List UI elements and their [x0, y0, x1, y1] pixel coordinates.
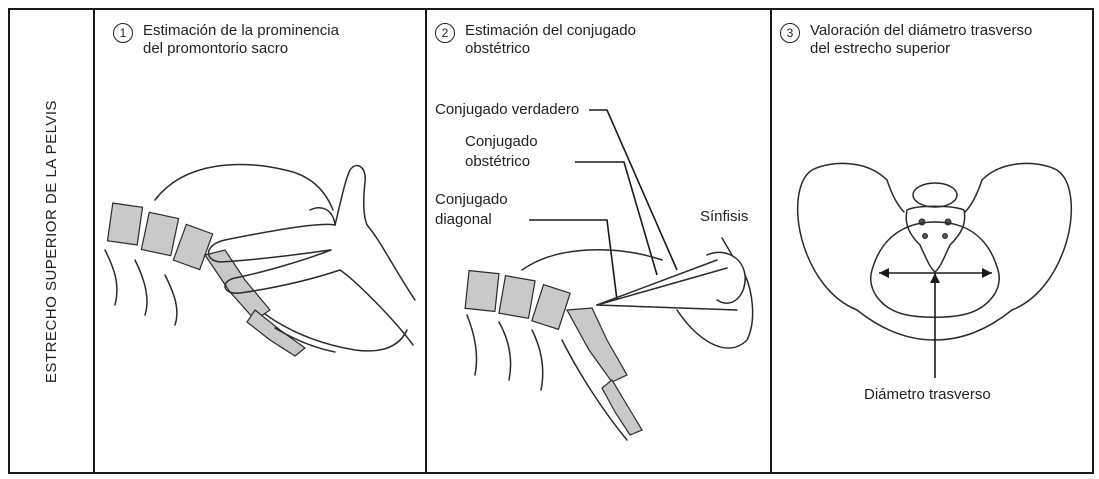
- panel-2-title: Estimación del conjugado obstétrico: [465, 22, 636, 58]
- panel-diametro-trasverso: 3 Valoración del diámetro trasverso del …: [772, 10, 1094, 472]
- pelvic-inlet: [870, 221, 1000, 318]
- left-iliac-wing: [796, 162, 888, 311]
- line-obstetric-conjugate: [596, 267, 728, 306]
- leader-conjugado-obstetrico: [575, 161, 658, 276]
- panel-1-title-line1: Estimación de la prominencia: [143, 22, 339, 39]
- panel-1-heading: 1 Estimación de la prominencia del promo…: [113, 22, 339, 58]
- panel-1-title: Estimación de la prominencia del promont…: [143, 22, 339, 58]
- panel-1-number: 1: [113, 23, 133, 43]
- line-diagonal-conjugate: [596, 304, 738, 311]
- vertebrae-2: [464, 269, 643, 441]
- label-conjugado-diagonal-1: Conjugado: [435, 191, 508, 208]
- leader-conjugado-verdadero: [589, 109, 678, 271]
- panel-2-heading: 2 Estimación del conjugado obstétrico: [435, 22, 636, 58]
- pelvis-lower-outline-2: [676, 274, 754, 349]
- transverse-arrow-left: [879, 268, 889, 278]
- pelvis-front-illustration: [796, 162, 1073, 378]
- symphysis-pointer: [721, 237, 733, 256]
- divider-3: [770, 10, 772, 472]
- sacral-foramen-4: [942, 233, 948, 239]
- lumbar-vertebra: [912, 182, 958, 208]
- label-diametro-trasverso: Diámetro trasverso: [864, 386, 991, 403]
- pelvis-outline: [154, 163, 334, 211]
- leader-conjugado-diagonal: [529, 219, 618, 301]
- pelvic-floor-outline: [856, 309, 1013, 341]
- panel-promontorio: 1 Estimación de la prominencia del promo…: [95, 10, 425, 472]
- sacral-foramen-3: [922, 233, 928, 239]
- line-true-conjugate: [596, 259, 718, 306]
- label-conjugado-obstetrico-2: obstétrico: [465, 153, 531, 170]
- side-label-text: ESTRECHO SUPERIOR DE LA PELVIS: [43, 99, 61, 383]
- transverse-arrow-right: [982, 268, 992, 278]
- panel-conjugado: 2 Estimación del conjugado obstétrico Co…: [427, 10, 770, 472]
- symphysis-shape: [706, 251, 746, 304]
- side-label: ESTRECHO SUPERIOR DE LA PELVIS: [16, 10, 88, 472]
- transverse-pointer-arrow: [930, 273, 940, 283]
- label-conjugado-verdadero: Conjugado verdadero: [435, 101, 580, 118]
- pelvis-upper-outline: [521, 249, 663, 271]
- label-conjugado-obstetrico-1: Conjugado: [465, 133, 538, 150]
- left-iliac-crest: [886, 179, 905, 213]
- figure-frame: ESTRECHO SUPERIOR DE LA PELVIS 1 Estimac…: [8, 8, 1094, 474]
- conjugate-diameters-illustration: [464, 109, 754, 441]
- sacrum-palpation-illustration: [104, 163, 416, 357]
- divider-2: [425, 10, 427, 472]
- right-iliac-crest: [964, 179, 983, 213]
- panel-2-title-line2: obstétrico: [465, 40, 531, 57]
- panel-3-title: Valoración del diámetro trasverso del es…: [810, 22, 1032, 58]
- label-sinfisis: Sínfisis: [700, 208, 749, 225]
- hand-illustration: [207, 164, 416, 346]
- right-iliac-wing: [981, 162, 1073, 311]
- panel-3-heading: 3 Valoración del diámetro trasverso del …: [780, 22, 1032, 58]
- panel-3-title-line1: Valoración del diámetro trasverso: [810, 22, 1033, 39]
- panel-2-title-line1: Estimación del conjugado: [465, 22, 636, 39]
- divider-1: [93, 10, 95, 472]
- panel-1-title-line2: del promontorio sacro: [143, 40, 289, 57]
- panel-3-title-line2: del estrecho superior: [810, 40, 951, 57]
- panel-3-number: 3: [780, 23, 800, 43]
- sacrum-shape: [905, 205, 966, 273]
- panel-2-number: 2: [435, 23, 455, 43]
- label-conjugado-diagonal-2: diagonal: [435, 211, 492, 228]
- vertebrae: [104, 202, 336, 357]
